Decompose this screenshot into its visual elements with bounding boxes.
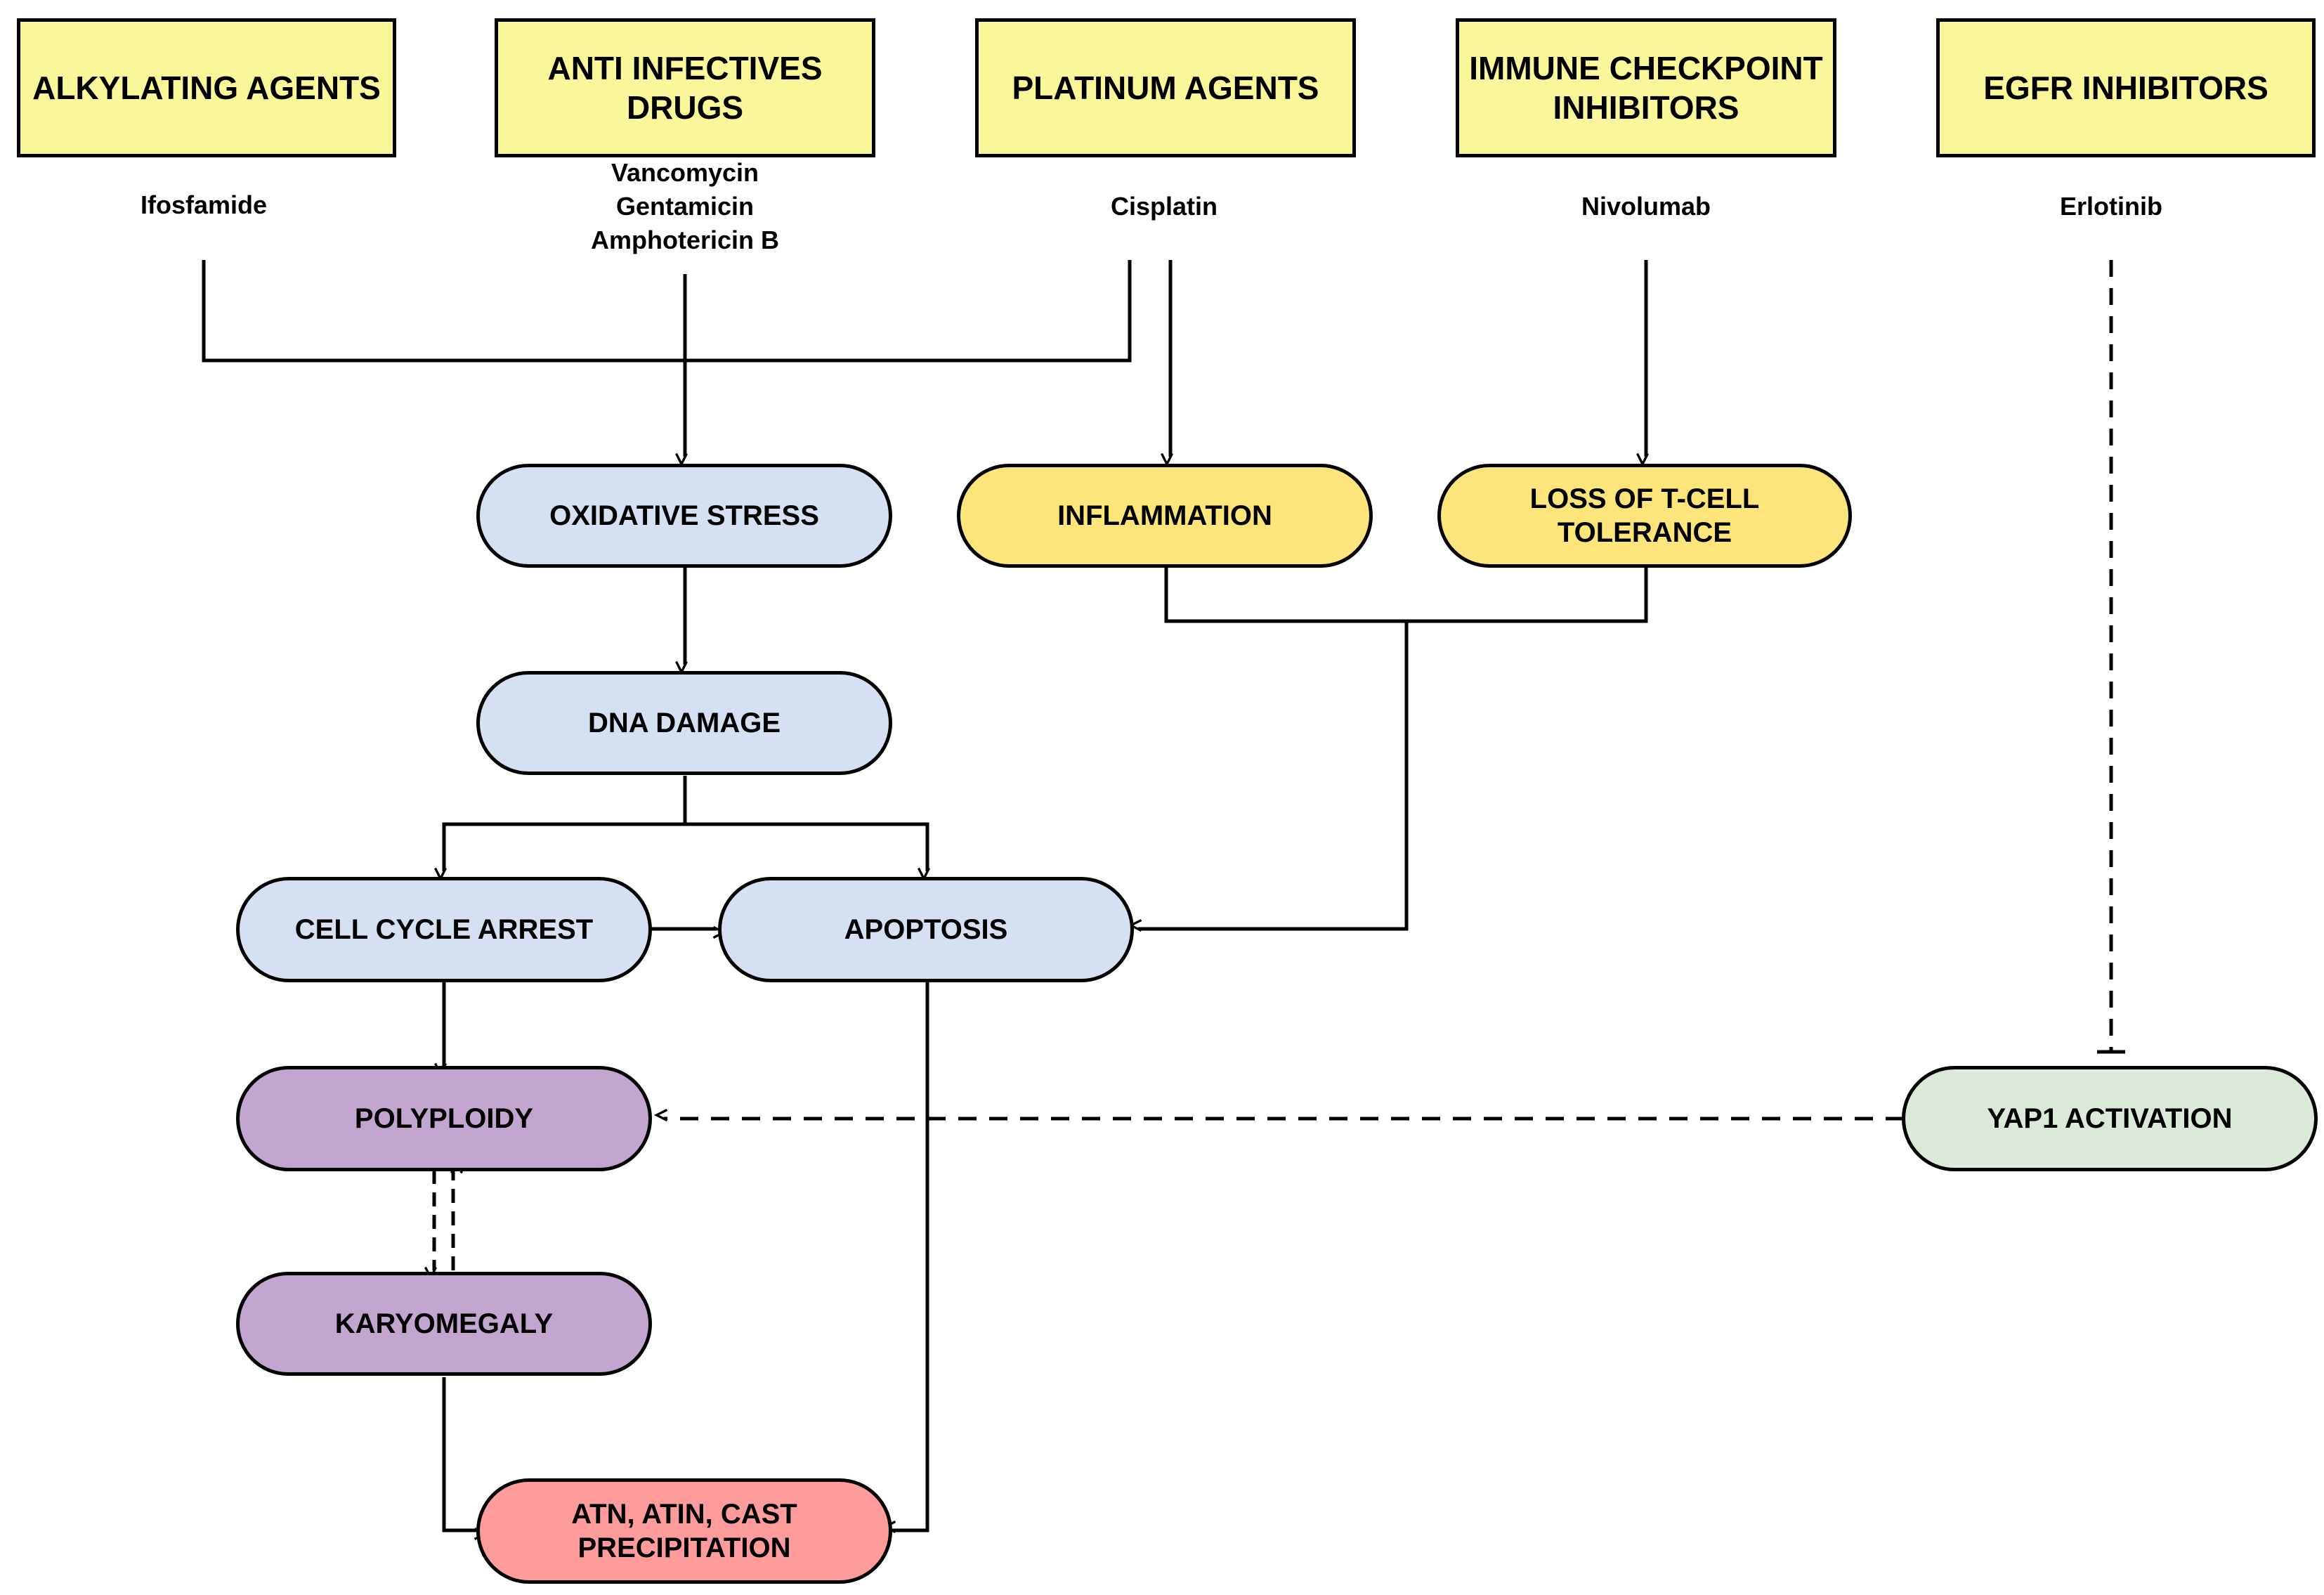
node-dna-damage: DNA DAMAGE xyxy=(476,671,892,775)
arrow-dna-apoptosis xyxy=(685,822,930,882)
drug-label-nivolumab: Nivolumab xyxy=(1581,192,1711,221)
category-egfr-inhibitors: EGFR INHIBITORS xyxy=(1936,18,2316,157)
node-karyomegaly: KARYOMEGALY xyxy=(236,1272,652,1376)
node-inflammation: INFLAMMATION xyxy=(957,464,1373,568)
drug-label-ifosfamide: Ifosfamide xyxy=(140,190,268,219)
connector-ifosfamide-bracket xyxy=(202,260,1132,363)
node-loss-of-tcell-tolerance: LOSS OF T-CELL TOLERANCE xyxy=(1437,464,1852,568)
node-yap1-activation: YAP1 ACTIVATION xyxy=(1902,1066,2318,1171)
arrow-apoptosis-atn xyxy=(882,982,929,1533)
drug-label-cisplatin: Cisplatin xyxy=(1110,192,1218,221)
arrow-karyomegaly-atn xyxy=(442,1377,488,1540)
drug-label-erlotinib: Erlotinib xyxy=(2060,192,2162,221)
category-immune-checkpoint: IMMUNE CHECKPOINT INHIBITORS xyxy=(1456,18,1836,157)
connector-dna-branch xyxy=(434,776,687,882)
category-alkylating-agents: ALKYLATING AGENTS xyxy=(17,18,396,157)
category-platinum-agents: PLATINUM AGENTS xyxy=(975,18,1356,157)
node-polyploidy: POLYPLOIDY xyxy=(236,1066,652,1171)
connector-immune-bracket xyxy=(1164,568,1648,623)
arrow-immune-apoptosis xyxy=(1128,621,1409,932)
node-apoptosis: APOPTOSIS xyxy=(718,877,1134,982)
node-cell-cycle-arrest: CELL CYCLE ARREST xyxy=(236,877,652,982)
node-atn-atin-cast-precipitation: ATN, ATIN, CAST PRECIPITATION xyxy=(476,1478,892,1584)
node-oxidative-stress: OXIDATIVE STRESS xyxy=(476,464,892,568)
drug-label-anti-infectives: Vancomycin Gentamicin Amphotericin B xyxy=(590,158,779,254)
category-anti-infectives: ANTI INFECTIVES DRUGS xyxy=(495,18,875,157)
